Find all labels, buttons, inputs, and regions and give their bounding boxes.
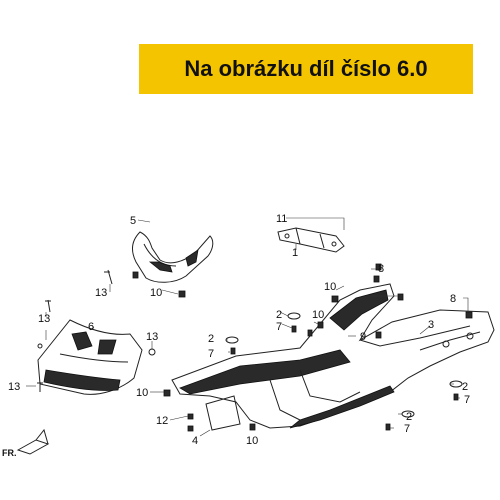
callout-9: 9 — [360, 331, 366, 343]
callout-7: 7 — [208, 348, 214, 360]
callout-10: 10 — [246, 435, 258, 447]
callout-1: 1 — [292, 247, 298, 259]
callout-2: 2 — [406, 411, 412, 423]
callout-11: 11 — [276, 213, 287, 225]
callout-5: 5 — [130, 215, 136, 227]
callout-4: 4 — [192, 435, 198, 447]
callout-8: 8 — [378, 263, 384, 275]
part-3-floor-panel — [171, 275, 495, 429]
callout-7: 7 — [276, 321, 282, 333]
callout-2: 2 — [462, 381, 468, 393]
callout-7: 7 — [464, 394, 470, 406]
callout-13: 13 — [8, 381, 20, 393]
part-6-front-lower-cover — [37, 319, 156, 395]
callout-10: 10 — [324, 281, 336, 293]
callout-13: 13 — [95, 287, 107, 299]
callout-12: 12 — [156, 415, 168, 427]
front-direction-arrow-icon — [16, 428, 50, 455]
callout-6: 6 — [88, 321, 94, 333]
callout-13: 13 — [38, 313, 50, 325]
callout-10: 10 — [150, 287, 162, 299]
callout-7: 7 — [404, 423, 410, 435]
part-number-banner: Na obrázku díl číslo 6.0 — [139, 44, 473, 94]
callout-8: 8 — [450, 293, 456, 305]
callout-3: 3 — [428, 319, 434, 331]
leader-lines — [26, 217, 469, 437]
front-direction-label: FR. — [2, 448, 17, 458]
callout-2: 2 — [276, 309, 282, 321]
part-4-plate — [205, 395, 241, 431]
callout-10: 10 — [136, 387, 148, 399]
part-5-front-upper-cover — [132, 231, 214, 298]
banner-text: Na obrázku díl číslo 6.0 — [184, 56, 428, 81]
callout-13: 13 — [146, 331, 158, 343]
callout-10: 10 — [312, 309, 324, 321]
part-1-bracket — [277, 227, 345, 253]
callout-2: 2 — [208, 333, 214, 345]
